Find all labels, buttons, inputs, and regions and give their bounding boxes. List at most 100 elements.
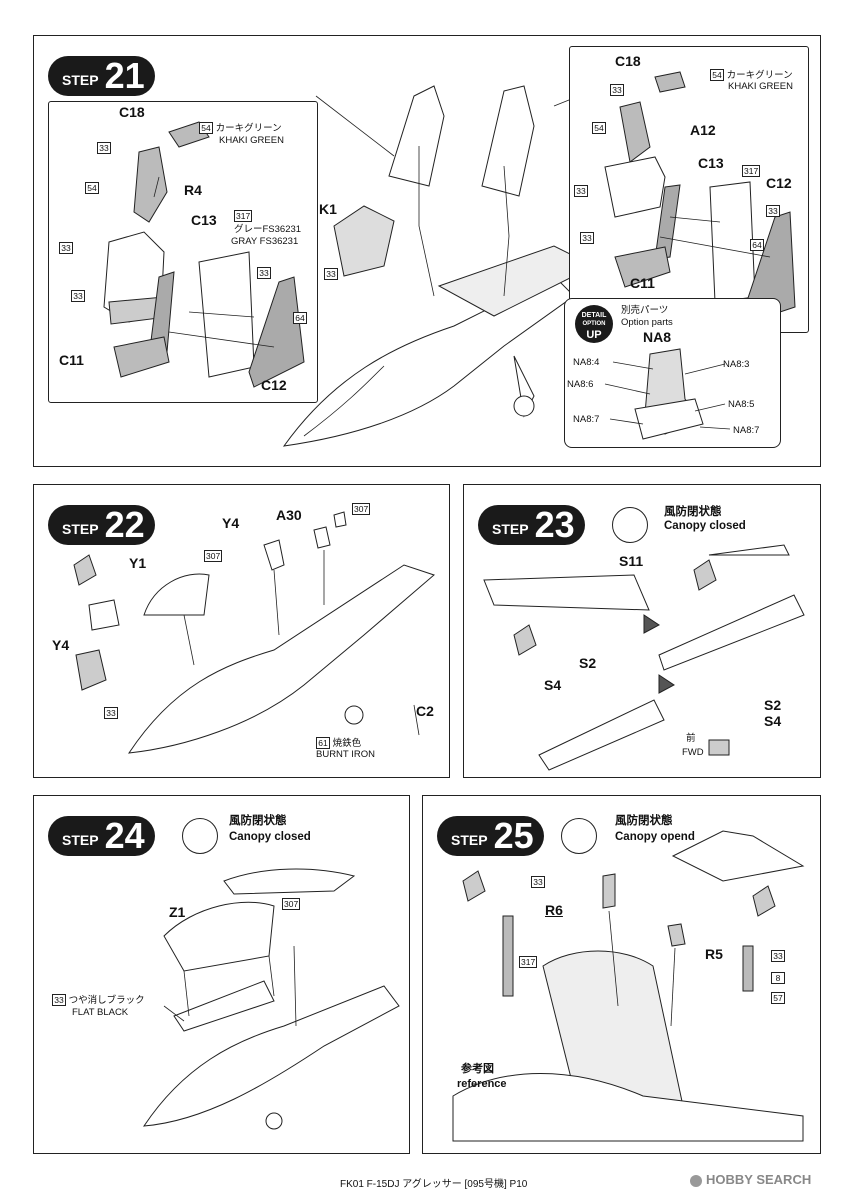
label-c2: C2: [416, 703, 434, 719]
canopy-jp-24: 風防閉状態: [229, 815, 287, 827]
r-label-c18: C18: [615, 53, 641, 69]
step-24-drawing: [143, 868, 400, 1130]
r-paint-64: 64: [750, 239, 764, 251]
seat-front: [388, 85, 445, 187]
step-23-drawing: [483, 544, 805, 771]
label-c11: C11: [59, 352, 84, 368]
hobby-search-icon: [690, 1174, 702, 1187]
paint-61-callout: 61 焼鉄色: [316, 737, 361, 749]
r-paint-33-a: 33: [610, 84, 624, 96]
step-22-drawing: [73, 511, 435, 754]
na8-7-label-right: NA8:7: [733, 425, 760, 436]
left-seat-drawing: [103, 121, 305, 388]
label-c18: C18: [119, 104, 145, 120]
r-paint-317: 317: [742, 165, 761, 177]
reference-jp: 参考図: [461, 1063, 494, 1075]
paint-8-25: 8: [771, 972, 785, 984]
paint-33-a: 33: [97, 142, 111, 154]
paint-33-d: 33: [71, 290, 85, 302]
r-paint-54-callout: 54 カーキグリーン: [710, 69, 793, 81]
paint-61-english: BURNT IRON: [316, 749, 375, 760]
right-seat-drawing: [604, 71, 796, 323]
nose-wheel: [513, 395, 535, 417]
r-paint-33-c: 33: [766, 205, 780, 217]
step-21-seat-detail-left: C18 54 カーキグリーン KHAKI GREEN 33 54 R4 C13 …: [48, 101, 318, 403]
r-label-c12: C12: [766, 175, 792, 191]
label-a30: A30: [276, 507, 302, 523]
paint-317-en: GRAY FS36231: [231, 236, 299, 247]
detail-option-up-badge: DETAIL OPTION UP: [575, 305, 613, 343]
na8-7-label-left: NA8:7: [573, 414, 600, 425]
paint-33-english: FLAT BLACK: [72, 1007, 129, 1018]
label-r4: R4: [184, 182, 202, 198]
option-parts-jp: 別売パーツ: [621, 305, 669, 316]
canopy-y1-shape: [143, 573, 210, 616]
canopy-z1-shape: [163, 901, 275, 972]
canopy-en-25: Canopy opend: [615, 831, 695, 843]
na8-5-label: NA8:5: [728, 399, 755, 410]
na8-4-label: NA8:4: [573, 357, 600, 368]
r6-part-shape: [602, 873, 616, 909]
canopy-frame-bottom: [538, 699, 665, 771]
step-21-fuselage-drawing: [282, 85, 596, 447]
r-label-a12: A12: [690, 122, 716, 138]
paint-64: 64: [293, 312, 307, 324]
na8-seat-drawing: [604, 348, 731, 440]
na8-3-label: NA8:3: [723, 359, 750, 370]
r-label-c11: C11: [630, 275, 655, 291]
label-s4: S4: [544, 677, 562, 693]
canopy-en-23: Canopy closed: [664, 520, 746, 532]
label-z1: Z1: [169, 904, 186, 920]
hobby-search-logo: HOBBY SEARCH: [690, 1172, 811, 1187]
label-k1: K1: [319, 201, 337, 217]
label-s2-right: S2: [764, 697, 782, 713]
paint-54-b: 54: [85, 182, 99, 194]
na8-6-label: NA8:6: [567, 379, 594, 390]
paint-54-english: KHAKI GREEN: [219, 135, 284, 146]
paint-33-c: 33: [257, 267, 271, 279]
label-y4-top: Y4: [222, 515, 240, 531]
canopy-state-icon-25: [561, 818, 597, 854]
r-paint-33-b: 33: [574, 185, 588, 197]
r-paint-54-english: KHAKI GREEN: [728, 81, 793, 92]
paint-33-25a: 33: [531, 876, 545, 888]
paint-33-25b: 33: [771, 950, 785, 962]
fuselage-22: [127, 564, 435, 754]
r-paint-54-b: 54: [592, 122, 606, 134]
label-s2: S2: [579, 655, 597, 671]
paint-317-jp: グレーFS36231: [234, 224, 302, 235]
paint-307-y1: 307: [204, 550, 223, 562]
canopy-jp-23: 風防閉状態: [664, 506, 722, 518]
option-parts-detail: DETAIL OPTION UP 別売パーツ Option parts NA8 …: [564, 298, 781, 448]
fwd-jp: 前: [686, 733, 696, 744]
c12-part-shape: [248, 276, 305, 388]
paint-317-callout: 317: [234, 210, 253, 222]
seat-rear: [481, 85, 535, 197]
k1-part-shape: [333, 205, 395, 277]
label-s11: S11: [619, 553, 644, 569]
option-parts-en: Option parts: [621, 317, 673, 328]
paint-33-y4: 33: [104, 707, 118, 719]
paint-33-flat-black: 33 つや消しブラック: [52, 994, 145, 1006]
step-21-seat-detail-right: C18 54 カーキグリーン KHAKI GREEN 33 54 A12 C13…: [569, 46, 809, 333]
label-r5: R5: [705, 946, 723, 962]
paint-33-k1: 33: [324, 268, 338, 280]
canopy-frame-s11: [483, 574, 650, 611]
y4-part-shape: [263, 539, 285, 571]
canopy-state-icon-23: [612, 507, 648, 543]
label-r6: R6: [545, 902, 563, 918]
canopy-frame-right: [658, 594, 805, 671]
reference-en: reference: [457, 1078, 507, 1090]
option-na8: NA8: [643, 329, 672, 345]
page-footer: FK01 F-15DJ アグレッサー [095号機] P10: [340, 1179, 528, 1190]
paint-307-a30: 307: [352, 503, 371, 515]
r-paint-33-d: 33: [580, 232, 594, 244]
paint-33-b: 33: [59, 242, 73, 254]
paint-54-callout: 54 カーキグリーン: [199, 122, 282, 134]
